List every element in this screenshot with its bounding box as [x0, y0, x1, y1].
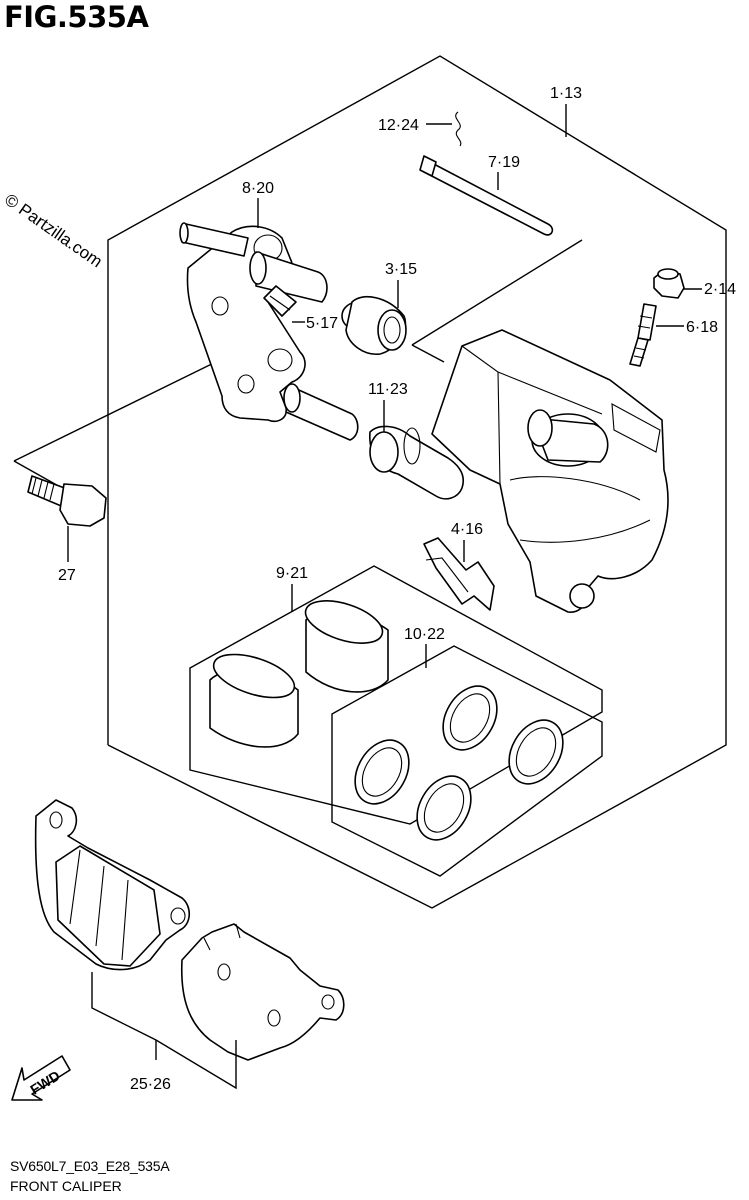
caliper-spring: [263, 285, 297, 317]
piston-box: [189, 565, 603, 825]
callout-4-16: 4·16: [451, 521, 483, 538]
caliper-body: [431, 329, 669, 613]
callout-5-17: 5·17: [306, 315, 338, 332]
caliper-pin: [419, 155, 554, 236]
bleeder-valve: [629, 303, 657, 367]
callout-2-14: 2·14: [704, 281, 736, 298]
seal-ring-1: [442, 685, 498, 751]
piston-2: [209, 653, 299, 748]
pin-clip: [455, 111, 462, 147]
assembly-boundary: [107, 55, 727, 909]
bleeder-cap: [653, 268, 685, 299]
figure-title: FIG.535A: [4, 0, 149, 34]
diagram-code: SV650L7_E03_E28_535A: [10, 1158, 170, 1174]
pin-box-line: [411, 239, 583, 346]
diagram-caption: FRONT CALIPER: [10, 1178, 122, 1194]
callout-11-23: 11·23: [368, 381, 408, 398]
callout-1-13: 1·13: [550, 85, 582, 102]
callout-3-15: 3·15: [385, 261, 417, 278]
brake-pad-2: [180, 923, 345, 1061]
callout-7-19: 7·19: [488, 154, 520, 171]
seal-ring-3: [354, 739, 410, 805]
pad-clip: [423, 537, 495, 611]
seal-ring-2: [508, 719, 564, 785]
brake-pad-1: [34, 799, 191, 971]
bolt-leader-line: [13, 355, 229, 462]
mounting-bolt: [27, 475, 107, 527]
boot-upper: [341, 295, 407, 355]
callout-10-22: 10·22: [404, 626, 445, 643]
piston-1: [304, 600, 389, 693]
callout-6-18: 6·18: [686, 319, 718, 336]
boot-lower: [369, 425, 464, 500]
seal-box: [331, 645, 603, 877]
callout-8-20: 8·20: [242, 180, 274, 197]
seal-ring-4: [416, 775, 472, 841]
fwd-arrow-icon: [11, 1055, 71, 1101]
callout-9-21: 9·21: [276, 565, 308, 582]
callout-25-26: 25·26: [130, 1076, 171, 1093]
callout-27: 27: [58, 567, 76, 584]
pin-box-line-2: [411, 344, 445, 363]
caliper-bracket: [179, 222, 359, 441]
callout-12-24: 12·24: [378, 117, 419, 134]
